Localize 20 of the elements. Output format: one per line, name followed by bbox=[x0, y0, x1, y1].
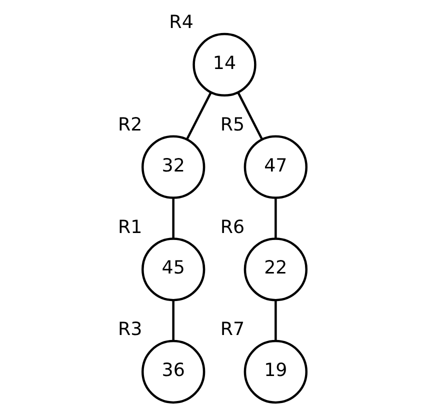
node-circle: 36 bbox=[142, 339, 206, 404]
node-circle: 32 bbox=[142, 134, 206, 198]
node-label: R3 bbox=[118, 318, 142, 340]
node-label: R4 bbox=[169, 12, 194, 33]
connector bbox=[172, 300, 174, 340]
connector bbox=[186, 92, 212, 140]
node-circle: 19 bbox=[244, 339, 308, 404]
node-circle: 22 bbox=[244, 237, 308, 301]
connector bbox=[274, 300, 277, 340]
connector bbox=[274, 198, 277, 238]
node-label: R7 bbox=[220, 318, 245, 340]
connector bbox=[172, 198, 174, 238]
node-circle: 47 bbox=[244, 134, 308, 198]
node-circle: 45 bbox=[142, 237, 206, 301]
node-label: R6 bbox=[220, 216, 245, 238]
node-label: R5 bbox=[220, 114, 245, 135]
node-label: R1 bbox=[118, 216, 142, 238]
node-circle: 14 bbox=[192, 32, 256, 96]
node-label: R2 bbox=[118, 114, 142, 135]
connector bbox=[237, 92, 264, 140]
